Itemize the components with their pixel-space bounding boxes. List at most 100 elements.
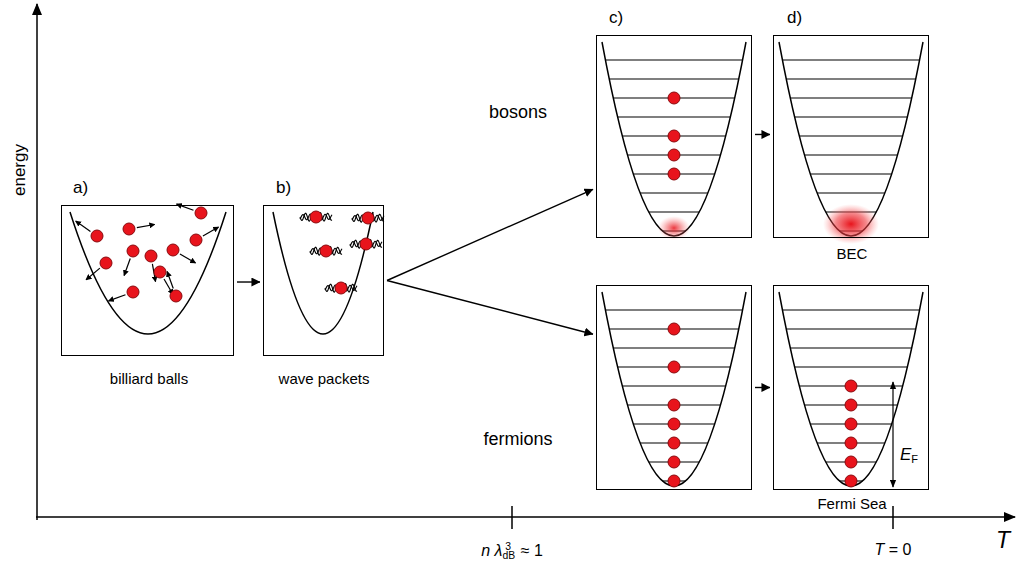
potential-well — [273, 212, 373, 334]
energy-level — [790, 97, 911, 98]
panel-bec: d)BEC — [773, 35, 929, 238]
panel-caption: bosons — [489, 102, 547, 123]
velocity-arrow — [180, 254, 196, 263]
velocity-arrow — [137, 224, 155, 227]
energy-level — [786, 78, 916, 79]
panel-caption: Fermi Sea — [817, 495, 886, 512]
particle — [845, 456, 857, 468]
particle — [190, 234, 202, 246]
particle — [668, 323, 680, 335]
particle — [335, 282, 347, 294]
energy-level — [790, 347, 911, 348]
potential-well — [779, 292, 923, 486]
particle — [362, 212, 374, 224]
particle — [845, 399, 857, 411]
particle — [668, 130, 680, 142]
axis-label: T — [996, 527, 1010, 553]
text-part: billiard balls — [110, 370, 188, 387]
text-part: n — [481, 542, 490, 559]
energy-level — [795, 116, 908, 117]
panel-caption: BEC — [837, 245, 868, 262]
velocity-arrow — [109, 295, 126, 301]
particle — [170, 290, 182, 302]
particle — [320, 245, 332, 257]
particle — [127, 245, 139, 257]
particle — [360, 238, 372, 250]
velocity-arrow — [86, 268, 100, 280]
panel-letter: c) — [609, 8, 623, 28]
particle — [845, 437, 857, 449]
particle — [668, 399, 680, 411]
text-part: a) — [73, 178, 88, 197]
text-part — [490, 542, 494, 559]
text-part: bosons — [489, 102, 547, 122]
panel-wave-packets: b)wave packets — [263, 205, 384, 356]
text-part: = 0 — [884, 541, 911, 558]
process-arrow — [237, 281, 260, 282]
particle — [845, 418, 857, 430]
particle — [845, 380, 857, 392]
energy-level — [782, 309, 919, 310]
energy-level — [786, 328, 916, 329]
text-part: b) — [276, 178, 291, 197]
panel-bosons: c)bosons — [596, 35, 752, 238]
particle — [195, 207, 207, 219]
particle — [167, 244, 179, 256]
text-part: T — [875, 541, 885, 558]
axis-tick — [892, 506, 894, 529]
energy-level — [799, 135, 902, 136]
panel-classical: a)billiard balls — [61, 205, 234, 356]
particle — [123, 223, 135, 235]
energy-level — [618, 116, 731, 117]
particle — [91, 230, 103, 242]
text-part: E — [900, 445, 911, 464]
particle — [845, 475, 857, 487]
particle — [310, 211, 322, 223]
potential-well — [602, 42, 746, 236]
particle — [668, 418, 680, 430]
text-part: λ — [495, 542, 503, 559]
velocity-arrow — [203, 227, 219, 236]
condensate-glow — [658, 216, 690, 240]
panel-caption: billiard balls — [110, 370, 188, 387]
particle — [668, 168, 680, 180]
energy-level — [622, 385, 725, 386]
text-part: fermions — [483, 429, 552, 449]
particle — [668, 456, 680, 468]
energy-level — [605, 59, 742, 60]
particle — [668, 149, 680, 161]
panel-letter: a) — [73, 178, 88, 198]
panel-letter: d) — [787, 8, 802, 28]
velocity-arrow — [167, 272, 173, 289]
energy-level — [810, 173, 891, 174]
panel-caption: wave packets — [279, 370, 370, 387]
panel-fermions: fermions — [596, 285, 752, 490]
energy-level — [817, 192, 885, 193]
text-part: Fermi Sea — [817, 495, 886, 512]
energy-level — [782, 59, 919, 60]
energy-level — [613, 347, 734, 348]
text-part: energy — [10, 144, 29, 196]
text-part: F — [911, 453, 918, 465]
panel-letter: b) — [276, 178, 291, 198]
particle — [127, 286, 139, 298]
energy-level — [804, 154, 897, 155]
fermi-energy-arrow — [892, 382, 893, 487]
particle — [668, 361, 680, 373]
energy-level — [640, 192, 708, 193]
particle — [145, 250, 157, 262]
energy-axis — [36, 4, 38, 520]
temperature-axis — [36, 516, 1015, 518]
particle — [154, 266, 166, 278]
potential-well — [70, 212, 226, 334]
axis-title: energy — [10, 144, 30, 196]
particle — [668, 92, 680, 104]
panel-caption: EF — [900, 445, 918, 466]
energy-level — [649, 211, 700, 212]
text-part: 3 — [505, 541, 516, 552]
energy-level — [795, 366, 908, 367]
panel-caption: fermions — [483, 429, 552, 450]
text-part: ≈ 1 — [516, 542, 543, 559]
energy-level — [609, 78, 739, 79]
velocity-arrow — [124, 259, 130, 276]
